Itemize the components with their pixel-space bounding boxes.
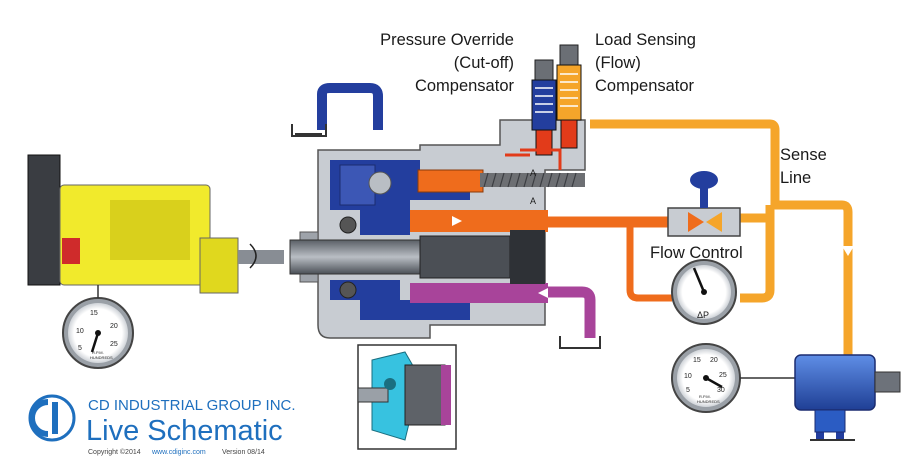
gauge-needle [692,267,706,293]
engine-tick-5: 5 [78,345,82,352]
sense-line-pipe [590,119,853,362]
engine-tick-10: 10 [76,328,84,335]
motor-rpm-gauge: 5 10 15 20 25 30 R.P.M. HUNDREDS [671,343,741,413]
load-sensing-line1: Load Sensing [595,31,696,49]
cylinder-barrel [419,235,511,279]
load-sensing-compensator [556,44,582,149]
motor-gauge-unit: R.P.M. [699,394,711,399]
engine-gauge-sub: HUNDREDS [90,355,113,360]
pressure-override-label: Pressure Override (Cut-off) Compensator [380,31,514,95]
motor-tick-20: 20 [710,357,718,364]
rotation-arrow-icon [249,243,257,269]
flow-control-label: Flow Control [650,244,743,262]
tank-symbol-bottom [559,336,601,349]
valve-plate [510,230,545,284]
differential-pressure-gauge: ΔP [671,259,737,325]
brand-version: Version 08/14 [222,449,265,456]
pressure-override-line3: Compensator [415,77,515,95]
sense-line-line1: Sense [780,146,827,164]
sense-line-line2: Line [780,169,811,187]
motor-shaft [874,371,901,393]
flow-control-stem [700,180,708,208]
engine-gauge-needle [90,332,100,353]
brand-company: CD INDUSTRIAL GROUP INC. [88,397,296,414]
tank-symbol-top [291,124,327,137]
motor-tick-15: 15 [693,357,701,364]
engine-gauge-unit: R.P.M. [92,350,104,355]
load-sensing-line3: Compensator [595,77,695,95]
motor-tick-5: 5 [686,387,690,394]
port-a-lower: A [530,196,536,206]
motor-tick-25: 25 [719,372,727,379]
port-a-upper: A [530,168,536,178]
pressure-override-compensator [531,59,557,156]
suction-pipe [548,286,596,338]
engine-filter [62,238,80,264]
case-drain-pipe [317,83,383,130]
delta-p-label: ΔP [697,310,709,320]
hydraulic-motor [794,354,901,433]
gauge-input-pipe [626,222,672,302]
outlet-chamber [410,210,548,232]
motor-tick-30: 30 [717,387,725,394]
load-sensing-label: Load Sensing (Flow) Compensator [595,31,696,95]
drive-coupling [238,250,284,264]
brand-copyright: Copyright ©2014 [88,448,141,456]
flow-control-valve[interactable] [667,171,741,237]
sense-line-label: Sense Line [780,146,827,187]
sense-line-arrow [842,246,854,256]
motor-gauge-needle [705,376,723,389]
motor-tick-10: 10 [684,373,692,380]
pressure-override-line1: Pressure Override [380,31,514,49]
engine-tick-25: 25 [110,341,118,348]
control-piston [417,169,484,193]
flow-control-knob-icon[interactable] [690,171,718,189]
yoke-pivot [368,171,392,195]
flow-control-return-pipe [740,205,775,303]
swash-plate-inset [357,344,457,450]
engine-rpm-gauge: 5 10 15 20 25 R.P.M. HUNDREDS [62,297,134,369]
engine-tick-20: 20 [110,323,118,330]
case-chamber-lower [330,280,470,320]
engine-bellhousing [199,237,239,294]
engine-tick-15: 15 [90,310,98,317]
pump-housing: A A [289,119,586,339]
inlet-chamber [410,283,548,303]
brand-website: www.cdiginc.com [151,449,206,456]
pressure-override-line2: (Cut-off) [454,54,514,72]
pump-shaft [289,239,421,275]
radiator [27,154,61,286]
pilot-pressure-line [520,148,562,170]
engine [27,154,284,294]
brand-logo [28,394,76,442]
motor-gauge-sub: HUNDREDS [697,399,720,404]
load-sensing-line2: (Flow) [595,54,641,72]
brand-product: Live Schematic [86,415,283,447]
